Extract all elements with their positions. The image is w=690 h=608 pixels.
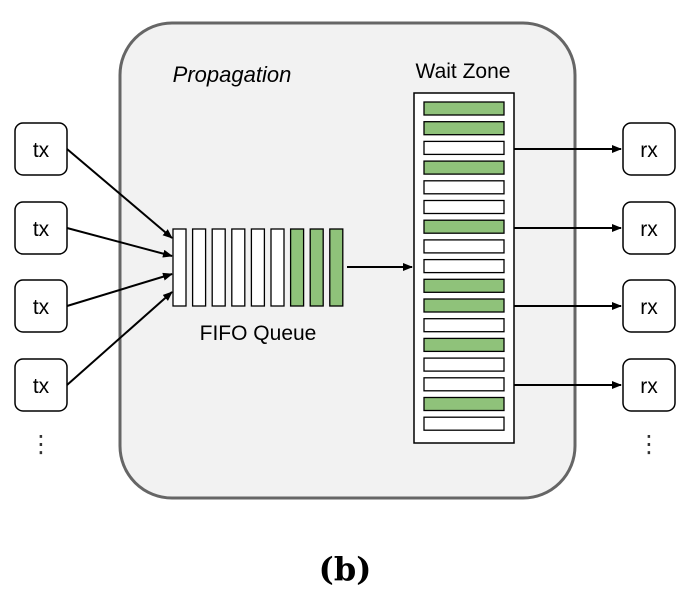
wait-slot-empty bbox=[423, 416, 505, 431]
wait-zone-slots bbox=[423, 101, 505, 431]
rx-label: rx bbox=[640, 375, 658, 398]
fifo-slot-empty bbox=[231, 228, 246, 307]
fifo-slot-filled bbox=[289, 228, 305, 307]
wait-slot-filled bbox=[423, 121, 505, 136]
tx-label: tx bbox=[33, 218, 50, 241]
wait-slot-filled bbox=[423, 101, 505, 116]
wait-zone-label: Wait Zone bbox=[416, 60, 511, 83]
fifo-slot-empty bbox=[250, 228, 266, 307]
wait-slot-filled bbox=[423, 219, 505, 234]
rx-more-indicator: ⋮ bbox=[637, 431, 661, 458]
wait-slot-filled bbox=[423, 396, 505, 412]
fifo-slot-filled bbox=[329, 228, 344, 307]
wait-slot-empty bbox=[423, 357, 505, 372]
rx-label: rx bbox=[640, 296, 658, 319]
wait-slot-empty bbox=[423, 318, 505, 333]
wait-slot-filled bbox=[423, 278, 505, 293]
wait-slot-empty bbox=[423, 180, 505, 195]
tx-to-queue-arrow bbox=[66, 272, 173, 307]
tx-to-queue-arrow bbox=[66, 148, 173, 239]
wait-slot-empty bbox=[423, 199, 505, 215]
rx-node: rx bbox=[622, 279, 676, 333]
fifo-slot-empty bbox=[172, 228, 187, 307]
rx-node: rx bbox=[622, 122, 676, 176]
tx-label: tx bbox=[33, 296, 50, 319]
tx-node: tx bbox=[14, 201, 68, 255]
rx-label: rx bbox=[640, 139, 658, 162]
tx-to-queue-arrow bbox=[66, 291, 173, 386]
tx-label: tx bbox=[33, 139, 50, 162]
fifo-queue-label: FIFO Queue bbox=[200, 322, 317, 345]
wait-slot-empty bbox=[423, 140, 505, 156]
rx-node: rx bbox=[622, 201, 676, 255]
propagation-title: Propagation bbox=[173, 62, 292, 87]
fifo-slot-empty bbox=[191, 228, 207, 307]
wait-slot-filled bbox=[423, 337, 505, 353]
fifo-slot-empty bbox=[270, 228, 285, 307]
tx-node: tx bbox=[14, 358, 68, 412]
tx-node: tx bbox=[14, 279, 68, 333]
figure-caption: (b) bbox=[319, 550, 372, 588]
wait-slot-filled bbox=[423, 160, 505, 175]
tx-node: tx bbox=[14, 122, 68, 176]
wait-slot-empty bbox=[423, 239, 505, 254]
wait-slot-empty bbox=[423, 377, 505, 392]
tx-label: tx bbox=[33, 375, 50, 398]
fifo-queue bbox=[172, 228, 344, 307]
fifo-slot-empty bbox=[211, 228, 226, 307]
rx-node: rx bbox=[622, 358, 676, 412]
rx-label: rx bbox=[640, 218, 658, 241]
tx-more-indicator: ⋮ bbox=[29, 431, 53, 458]
wait-slot-filled bbox=[423, 298, 505, 313]
wait-slot-empty bbox=[423, 258, 505, 274]
fifo-slot-filled bbox=[309, 228, 324, 307]
tx-to-queue-arrow bbox=[66, 227, 173, 258]
